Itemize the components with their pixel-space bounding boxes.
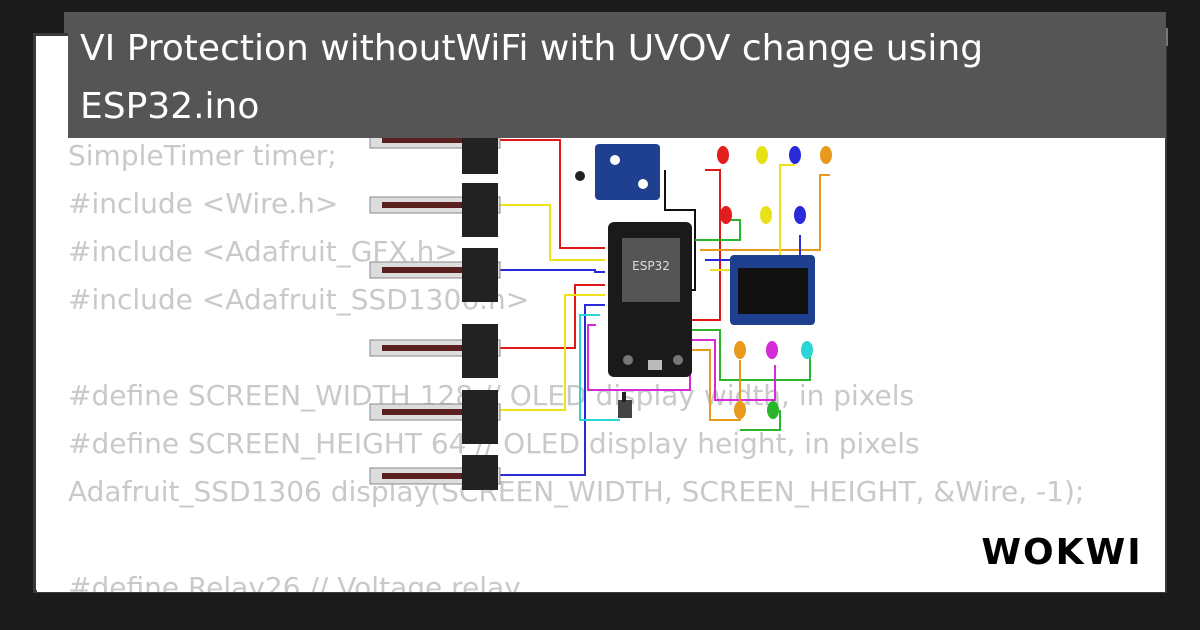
circuit-diagram: ESP32	[369, 120, 832, 490]
led-icon	[801, 341, 813, 359]
led-icon	[720, 206, 732, 224]
code-line: Adafruit_SSD1306 display(SCREEN_WIDTH, S…	[68, 475, 1085, 508]
slide-potentiometer-icon	[369, 455, 501, 490]
wokwi-logo-icon[interactable]: WOKWI	[974, 524, 1154, 580]
slide-potentiometer-icon	[369, 390, 501, 444]
led-icon	[756, 146, 768, 164]
slide-potentiometer-icon	[369, 248, 501, 302]
led-icon	[717, 146, 729, 164]
led-icon	[766, 341, 778, 359]
code-line: SimpleTimer timer;	[68, 139, 337, 172]
code-preview: SimpleTimer timer; #include <Wire.h> #in…	[68, 132, 1084, 592]
led-icon	[760, 206, 772, 224]
code-line: #include <Wire.h>	[68, 187, 339, 220]
led-icon	[794, 206, 806, 224]
slide-switch-icon	[618, 392, 632, 418]
code-line: #define Relay26 // Voltage relay	[68, 571, 521, 592]
brand-text: WOKWI	[981, 532, 1142, 573]
led-icon	[734, 401, 746, 419]
sensor-module-icon	[575, 144, 660, 200]
code-line: #include <Adafruit_SSD1306.h>	[68, 283, 530, 316]
title-bar: VI Protection withoutWiFi with UVOV chan…	[68, 12, 1166, 138]
slide-potentiometer-icon	[369, 324, 501, 378]
esp32-board-icon: ESP32	[608, 222, 692, 377]
slide-potentiometer-icon	[369, 183, 501, 237]
led-icon	[734, 341, 746, 359]
oled-display-icon	[730, 255, 815, 325]
page-title: VI Protection withoutWiFi with UVOV chan…	[80, 28, 984, 127]
led-icon	[820, 146, 832, 164]
led-icon	[789, 146, 801, 164]
board-label: ESP32	[632, 259, 670, 273]
led-icon	[767, 401, 779, 419]
